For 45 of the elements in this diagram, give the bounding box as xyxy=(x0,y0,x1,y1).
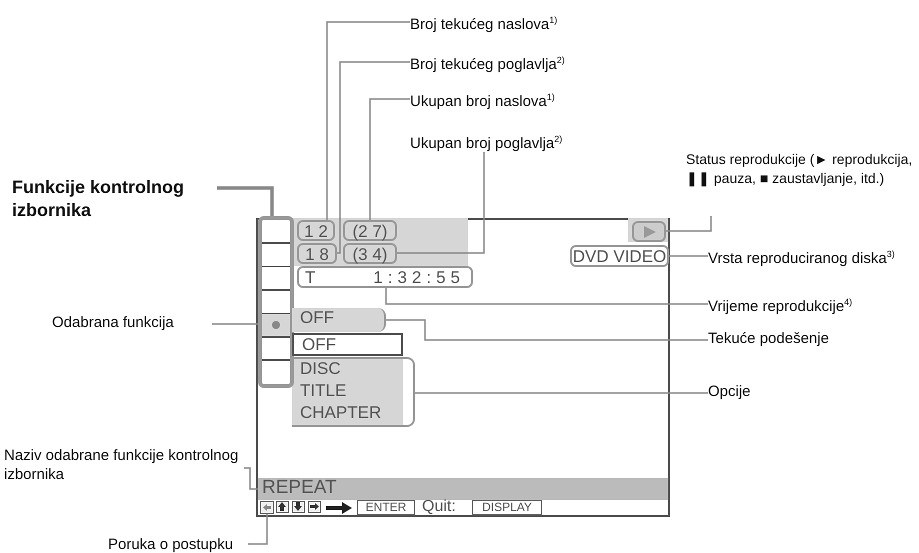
callout-text: Broj tekućeg naslova$^{1)}$ xyxy=(410,11,640,33)
time-readout xyxy=(297,266,473,288)
time-mode-text: T xyxy=(305,268,316,288)
leader-line xyxy=(244,467,258,490)
time-value-text: 1:32:55 xyxy=(373,268,465,288)
key-label: DISPLAY xyxy=(472,500,542,515)
callout-text: Poruka o postupku xyxy=(108,535,248,553)
callout-text: Broj tekućeg poglavlja$^{2)}$ xyxy=(410,51,650,73)
status-indicator xyxy=(632,221,666,242)
leader-line xyxy=(415,392,708,394)
callout-text: Vrijeme reprodukcije$^{4)}$ xyxy=(708,293,908,315)
callout-text: Vrsta reproduciranog diska$^{3)}$ xyxy=(708,245,908,287)
callout-text: Status reprodukcije (► reprodukcija, ❚❚ pauza, ■ zaustavljanje, itd.) xyxy=(686,150,918,216)
screen-readout: 1 8 xyxy=(297,243,337,264)
option-text: DISC xyxy=(300,359,342,380)
leader-line xyxy=(385,288,708,305)
key-label: ENTER xyxy=(357,500,415,515)
callout-text: Ukupan broj naslova$^{1)}$ xyxy=(410,88,640,110)
menu-column xyxy=(258,216,294,388)
selected-function-cell xyxy=(262,314,290,336)
screen-readout: (3 4) xyxy=(343,243,397,264)
leader-line xyxy=(217,186,274,216)
callout-text: Tekuće podešenje xyxy=(708,329,908,351)
callout-text: Opcije xyxy=(708,382,788,404)
callout-text: Naziv odabrane funkcije kontrolnog izbornika xyxy=(4,446,244,490)
leader-line xyxy=(337,61,410,254)
function-name-bar: REPEAT xyxy=(258,478,668,500)
leader-line xyxy=(369,98,410,220)
option-text: TITLE xyxy=(300,381,348,402)
leader-line xyxy=(326,21,410,220)
callout-text: Ukupan broj poglavlja$^{2)}$ xyxy=(410,130,650,152)
option-text: CHAPTER xyxy=(300,403,382,424)
callout-heading: Funkcije kontrolnog izbornika xyxy=(12,176,217,226)
current-setting: OFF xyxy=(292,308,386,332)
screen-readout: (2 7) xyxy=(343,220,397,241)
disc-type-readout: DVD VIDEO xyxy=(570,245,669,267)
leader-line xyxy=(397,152,485,254)
option-text: OFF xyxy=(292,333,403,356)
leader-line xyxy=(248,514,268,545)
leader-line xyxy=(669,255,708,257)
callout-text: Odabrana funkcija xyxy=(52,313,212,335)
prompt-text: Quit: xyxy=(422,498,457,516)
leader-line xyxy=(666,216,712,232)
leader-line xyxy=(386,319,708,341)
screen-readout: 1 2 xyxy=(297,220,335,241)
